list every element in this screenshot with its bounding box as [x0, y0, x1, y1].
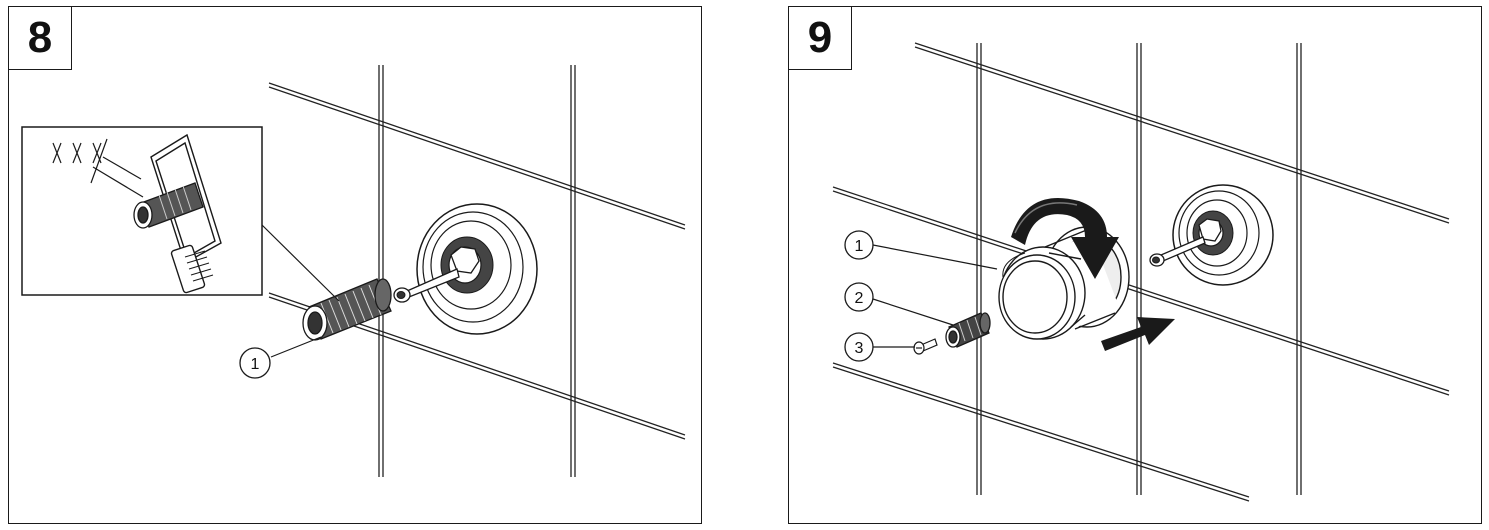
measure-marks [52, 138, 144, 198]
step-9-illustration: 1 2 3 [832, 42, 1450, 502]
callout-1: 1 [844, 230, 998, 270]
step-number: 9 [807, 13, 833, 62]
callout-label: 2 [855, 290, 864, 307]
screw [913, 338, 938, 355]
step-number: 8 [27, 13, 53, 62]
callout-2: 2 [844, 282, 954, 326]
tile-grid [832, 42, 1450, 502]
callout-label: 3 [855, 340, 864, 357]
step-number-badge: 9 [789, 7, 852, 70]
inset-detail [21, 126, 340, 302]
extension-sleeve [302, 278, 392, 341]
step-9-panel: 9 [788, 6, 1482, 524]
step-8-illustration: 1 [21, 65, 686, 477]
valve-flange [1149, 184, 1274, 286]
cutting-tool [150, 133, 222, 294]
push-arrow-icon [1101, 317, 1175, 351]
inset-sleeve [133, 182, 204, 229]
small-sleeve [945, 312, 991, 348]
callout-label: 1 [855, 238, 864, 255]
callout-3: 3 [844, 332, 915, 362]
step-8-panel: 8 [8, 6, 702, 524]
rotate-arrow-icon [1011, 197, 1119, 279]
callout-label: 1 [251, 356, 260, 373]
valve-flange [393, 203, 538, 335]
callout-1: 1 [239, 336, 322, 379]
step-number-badge: 8 [9, 7, 72, 70]
